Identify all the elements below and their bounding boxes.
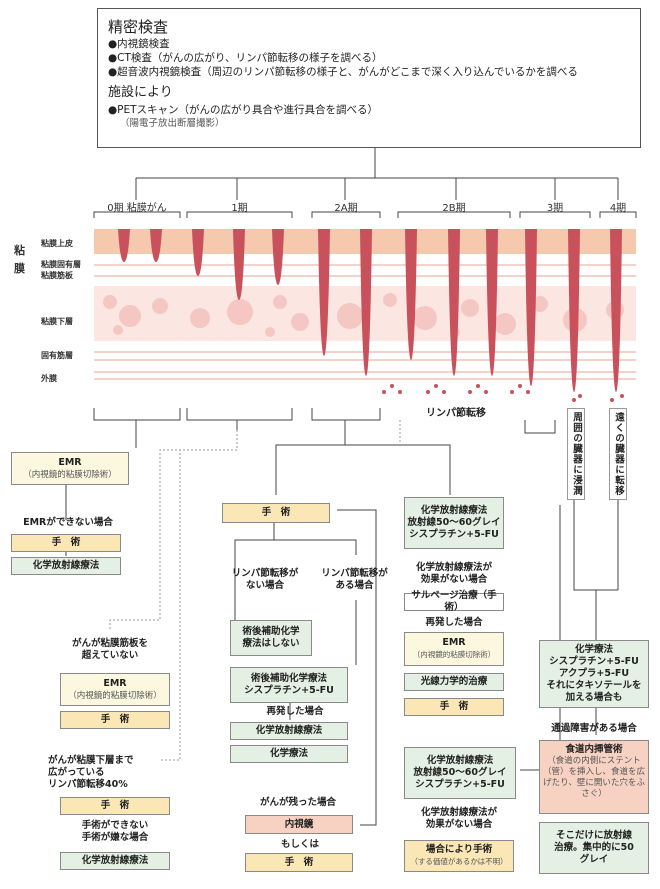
surgery-box-main: 手 術 bbox=[222, 503, 330, 523]
adjuvant-box: 術後補助化学療法 シスプラチン+5-FU bbox=[230, 667, 348, 703]
flow-lines bbox=[65, 408, 619, 826]
surgery-box-1: 手 術 bbox=[11, 534, 121, 552]
exam-item-eus: ●超音波内視鏡検査（周辺のリンパ節転移の様子と、がんがどこまで深く入り込んでいる… bbox=[108, 66, 578, 78]
not-beyond-text: がんが粘膜筋板を 超えていない bbox=[71, 638, 148, 661]
crt-box-2: 化学放射線療法 放射線50〜60グレイ シスプラチン+5-FU bbox=[404, 747, 516, 799]
stage-1-label: 1期 bbox=[231, 203, 248, 214]
stent-box: 食道内挿管術 （食道の内側にステント（管）を挿入し、食道を広げたり、壁に開いた穴… bbox=[539, 740, 649, 814]
no-lymph-text: リンパ節転移が ない場合 bbox=[231, 568, 299, 591]
adventitia-label: 外膜 bbox=[41, 374, 57, 383]
stent-body: （食道の内側にステント（管）を挿入し、食道を広げたり、壁に開いた穴をふさぐ） bbox=[543, 756, 646, 799]
surgery-box-3: 手 術 bbox=[60, 797, 170, 815]
cannot-surgery-text: 手術ができない 手術が嫌な場合 bbox=[81, 820, 149, 843]
endoscope-box: 内視鏡 bbox=[245, 815, 353, 834]
emr2-sub: （内視鏡的粘膜切除術） bbox=[68, 690, 162, 701]
remains-text: がんが残った場合 bbox=[259, 797, 336, 808]
surgery-box-5: 手 術 bbox=[404, 698, 504, 716]
lymph-spots bbox=[382, 384, 624, 402]
emr3-sub: （内視鏡的粘膜切除術） bbox=[412, 650, 496, 659]
local-radiation-box: そこだけに放射線 治療。集中的に50 グレイ bbox=[539, 822, 649, 874]
no-adjuvant-box: 術後補助化学 療法はしない bbox=[230, 620, 312, 656]
exam-title: 精密検査 bbox=[108, 18, 169, 36]
chemoradiation-box-1: 化学放射線療法 bbox=[11, 557, 121, 575]
facility-item-pet: ●PETスキャン（がんの広がり具合や進行具合を調べる） bbox=[108, 104, 379, 116]
stage-3-label: 3期 bbox=[546, 203, 564, 214]
distant-metastasis-label: 遠くの臓器に転移 bbox=[609, 408, 627, 500]
with-lymph-text: リンパ節転移が ある場合 bbox=[321, 568, 388, 591]
tumors bbox=[118, 229, 622, 392]
epithelium-label: 粘膜上皮 bbox=[41, 239, 73, 248]
chemoradiation-box-2: 化学放射線療法 bbox=[60, 852, 170, 870]
stage-0-label: 0期 粘膜がん bbox=[107, 203, 167, 214]
examination-box: 精密検査 ●内視鏡検査 ●CT検査（がんの広がり、リンパ節転移の様子を調べる） … bbox=[97, 8, 641, 148]
emr-sub: （内視鏡的粘膜切除術） bbox=[23, 469, 117, 480]
stage-2b-label: 2B期 bbox=[442, 203, 466, 214]
lamina-propria-label: 粘膜固有層 bbox=[41, 260, 81, 269]
recur-text: 再発した場合 bbox=[266, 706, 324, 717]
stage-2a-label: 2A期 bbox=[334, 203, 358, 214]
muscularis-propria-label: 固有筋層 bbox=[41, 351, 73, 360]
surgery-box-2: 手 術 bbox=[60, 711, 170, 729]
no-effect-text-2: 化学放射線療法が 効果がない場合 bbox=[420, 807, 497, 830]
emr-box: EMR （内視鏡的粘膜切除術） bbox=[11, 452, 129, 485]
facility-title: 施設により bbox=[108, 85, 173, 100]
no-effect-text: 化学放射線療法が 効果がない場合 bbox=[415, 562, 492, 585]
obstruction-text: 通過障害がある場合 bbox=[551, 723, 637, 734]
salvage-box: サルベージ治療（手術） bbox=[404, 590, 504, 613]
emr3-title: EMR bbox=[442, 637, 466, 648]
stage-4-label: 4期 bbox=[609, 203, 627, 214]
facility-note: （陽電子放出断層撮影） bbox=[120, 118, 225, 129]
dashed-lines bbox=[109, 420, 401, 761]
maybe-surgery-box: 場合により手術 （する価値があるかは不明） bbox=[404, 840, 514, 872]
stent-title: 食道内挿管術 bbox=[565, 744, 623, 755]
chemo-regimen-box: 化学療法 シスプラチン+5-FU アクプラ+5-FU それにタキソテールを 加え… bbox=[539, 640, 649, 708]
emr-box-3: EMR （内視鏡的粘膜切除術） bbox=[404, 632, 504, 666]
emr2-title: EMR bbox=[103, 677, 127, 689]
lymph-label: リンパ節転移 bbox=[426, 408, 486, 419]
or-text: もしくは bbox=[280, 839, 319, 850]
crt-box-1: 化学放射線療法 放射線50〜60グレイ シスプラチン+5-FU bbox=[404, 497, 504, 549]
recur-text-2: 再発した場合 bbox=[425, 617, 483, 628]
stage-tree bbox=[93, 148, 637, 218]
emr-box-2: EMR （内視鏡的粘膜切除術） bbox=[60, 673, 170, 706]
mucosa-label: 粘膜 bbox=[14, 244, 25, 275]
emr-title: EMR bbox=[58, 456, 82, 468]
submucosa-label: 粘膜下層 bbox=[41, 317, 73, 326]
exam-item-ct: ●CT検査（がんの広がり、リンパ節転移の様子を調べる） bbox=[108, 52, 383, 64]
chemo-box: 化学療法 bbox=[230, 745, 348, 763]
muscularis-mucosae-label: 粘膜筋板 bbox=[41, 271, 73, 280]
exam-item-endoscopy: ●内視鏡検査 bbox=[108, 38, 170, 50]
surgery-box-4: 手 術 bbox=[245, 853, 353, 872]
chemoradiation-box-3: 化学放射線療法 bbox=[230, 722, 348, 740]
emr-fail-text: EMRができない場合 bbox=[23, 517, 113, 528]
adjacent-invasion-label: 周囲の臓器に浸潤 bbox=[567, 408, 585, 500]
submucosa-circles bbox=[103, 293, 624, 337]
pdt-box: 光線力学的治療 bbox=[404, 673, 504, 691]
spread-text: がんが粘膜下層まで 広がっている リンパ節転移40% bbox=[48, 755, 134, 790]
maybe-surgery-sub: （する価値があるかは不明） bbox=[410, 857, 508, 866]
maybe-surgery-title: 場合により手術 bbox=[425, 844, 493, 855]
